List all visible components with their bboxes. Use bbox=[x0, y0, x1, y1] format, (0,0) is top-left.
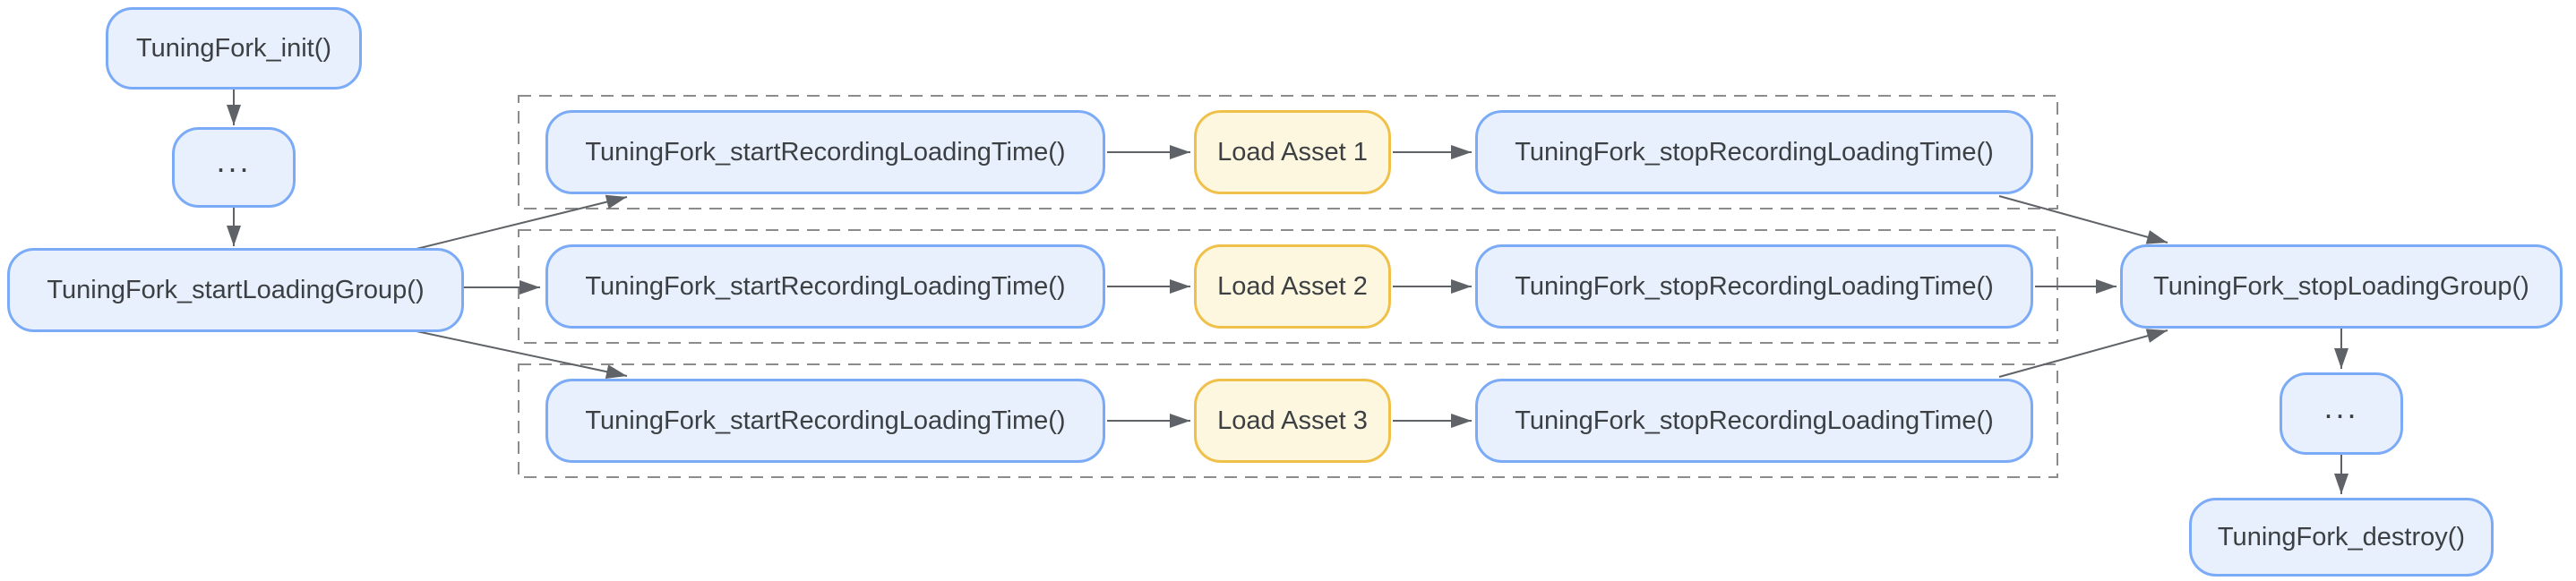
node-row2-start-recording: TuningFork_startRecordingLoadingTime() bbox=[545, 244, 1105, 329]
node-row3-stop-recording: TuningFork_stopRecordingLoadingTime() bbox=[1475, 379, 2033, 463]
node-ellipsis-bottom: ... bbox=[2280, 372, 2403, 455]
node-row1-stop-recording: TuningFork_stopRecordingLoadingTime() bbox=[1475, 110, 2033, 194]
node-row1-start-recording: TuningFork_startRecordingLoadingTime() bbox=[545, 110, 1105, 194]
node-stop-loading-group: TuningFork_stopLoadingGroup() bbox=[2120, 244, 2563, 329]
node-row3-load-asset: Load Asset 3 bbox=[1194, 379, 1391, 463]
arrow-startgroup-to-row1 bbox=[416, 194, 628, 250]
node-tuningfork-init: TuningFork_init() bbox=[106, 7, 362, 90]
node-start-loading-group: TuningFork_startLoadingGroup() bbox=[7, 248, 464, 332]
node-row2-load-asset: Load Asset 2 bbox=[1194, 244, 1391, 329]
loading-group-box-1 bbox=[518, 95, 2058, 209]
arrow-startgroup-to-row3 bbox=[416, 330, 628, 380]
ellipsis-bottom-label: ... bbox=[2323, 389, 2359, 425]
loading-group-box-3 bbox=[518, 363, 2058, 478]
node-ellipsis-top: ... bbox=[172, 127, 296, 208]
arrow-row3-to-stopgroup bbox=[1998, 329, 2168, 378]
node-row3-start-recording: TuningFork_startRecordingLoadingTime() bbox=[545, 379, 1105, 463]
node-tuningfork-destroy: TuningFork_destroy() bbox=[2189, 498, 2494, 577]
node-row2-stop-recording: TuningFork_stopRecordingLoadingTime() bbox=[1475, 244, 2033, 329]
arrow-row1-to-stopgroup bbox=[1998, 195, 2168, 244]
ellipsis-top-label: ... bbox=[216, 142, 252, 179]
node-row1-load-asset: Load Asset 1 bbox=[1194, 110, 1391, 194]
